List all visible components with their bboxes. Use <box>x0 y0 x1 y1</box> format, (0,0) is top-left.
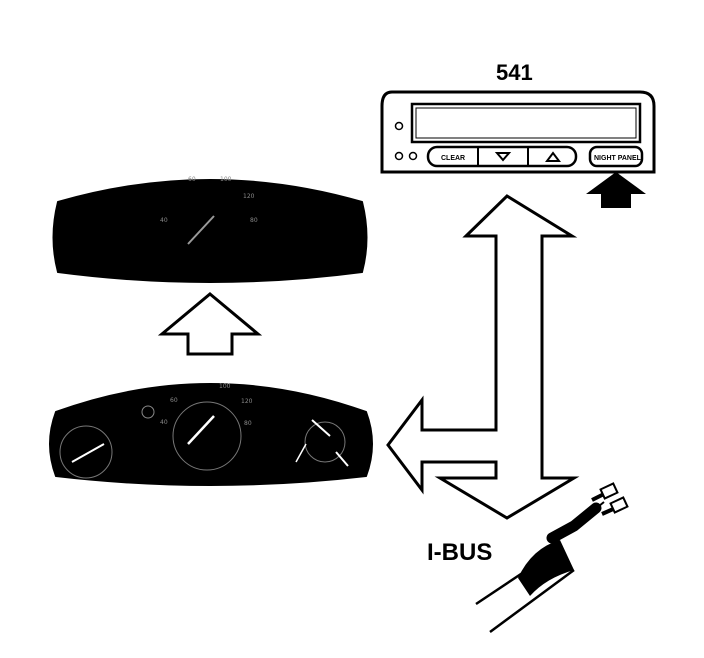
ibus-label: I-BUS <box>427 539 492 566</box>
fuel-gauge <box>304 421 346 463</box>
dimmed-instrument-cluster: 60 100 120 80 40 <box>52 176 368 283</box>
svg-text:100: 100 <box>219 383 231 390</box>
double-arrow-icon <box>386 194 580 520</box>
dimmed-needle <box>187 215 215 245</box>
triangle-down-icon <box>494 152 512 162</box>
night-panel-label: NIGHT PANEL <box>594 155 642 162</box>
svg-text:120: 120 <box>241 398 253 405</box>
indicator-led <box>408 151 418 161</box>
hollow-arrow-up-icon <box>157 292 263 356</box>
ibus-cable: I-BUS <box>427 482 629 634</box>
scroll-down-button[interactable] <box>494 152 512 162</box>
tachometer <box>59 425 113 479</box>
svg-text:60: 60 <box>170 397 178 404</box>
display-unit-541: 541 CLEAR NIGHT PANEL <box>380 60 656 174</box>
speed-needle <box>187 415 215 445</box>
indicator-led <box>394 121 404 131</box>
svg-text:40: 40 <box>160 419 168 426</box>
scroll-up-button[interactable] <box>545 151 561 162</box>
solid-arrow-up-icon <box>586 172 646 208</box>
svg-text:80: 80 <box>250 217 258 224</box>
svg-text:60: 60 <box>188 176 196 183</box>
lit-instrument-cluster: 60 100 120 80 40 <box>49 383 373 486</box>
night-panel-button[interactable]: NIGHT PANEL <box>588 145 644 168</box>
clear-button[interactable]: CLEAR <box>441 155 465 162</box>
svg-text:100: 100 <box>220 176 232 183</box>
button-strip <box>426 145 578 168</box>
display-unit-label: 541 <box>496 60 533 85</box>
clear-button-label: CLEAR <box>441 155 465 162</box>
display-screen <box>410 102 642 144</box>
svg-text:40: 40 <box>160 217 168 224</box>
indicator-led <box>394 151 404 161</box>
svg-text:120: 120 <box>243 193 255 200</box>
triangle-up-icon <box>545 151 561 162</box>
svg-text:80: 80 <box>244 420 252 427</box>
speedometer <box>172 401 242 471</box>
